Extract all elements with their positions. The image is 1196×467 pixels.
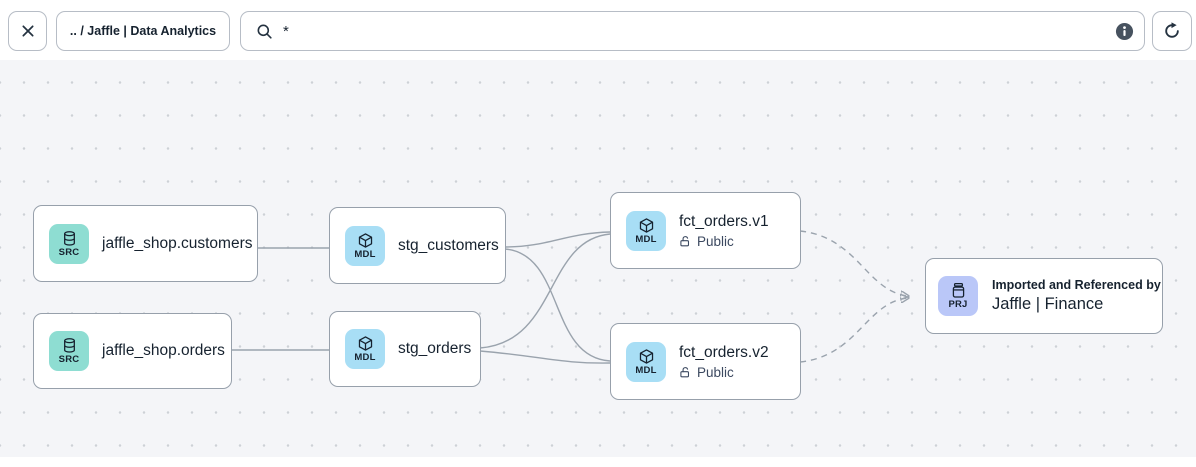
- refresh-button[interactable]: [1152, 11, 1192, 51]
- node-label: fct_orders.v2: [679, 343, 769, 361]
- toolbar: .. / Jaffle | Data Analytics: [0, 0, 1196, 60]
- badge-label: MDL: [354, 248, 376, 260]
- project-badge: PRJ: [938, 276, 978, 316]
- node-label: fct_orders.v1: [679, 212, 769, 230]
- lock-open-icon: [680, 366, 690, 377]
- badge-label: MDL: [354, 352, 376, 364]
- node-fct-orders-v2[interactable]: MDL fct_orders.v2 Public: [610, 323, 801, 400]
- model-badge: MDL: [626, 341, 666, 382]
- badge-label: MDL: [635, 364, 657, 376]
- cube-icon: [639, 349, 653, 364]
- search-input[interactable]: [283, 22, 1106, 40]
- node-jaffle-shop-orders[interactable]: SRC jaffle_shop.orders: [33, 313, 232, 389]
- model-badge: MDL: [345, 225, 385, 266]
- search-icon: [257, 24, 272, 39]
- lock-open-icon: [680, 235, 690, 246]
- node-jaffle-shop-customers[interactable]: SRC jaffle_shop.customers: [33, 205, 258, 282]
- node-caption: Imported and Referenced by: [992, 278, 1161, 292]
- source-badge: SRC: [49, 331, 89, 371]
- close-button[interactable]: [8, 11, 47, 51]
- badge-label: SRC: [58, 354, 80, 366]
- cube-icon: [639, 218, 653, 233]
- breadcrumb[interactable]: .. / Jaffle | Data Analytics: [56, 11, 230, 51]
- close-icon: [21, 25, 34, 37]
- access-label: Public: [697, 233, 734, 249]
- node-label: stg_customers: [398, 236, 499, 254]
- search-box[interactable]: [240, 11, 1145, 51]
- database-icon: [63, 338, 75, 353]
- project-icon: [952, 283, 964, 298]
- node-label: Jaffle | Finance: [992, 295, 1104, 313]
- access-row: Public: [679, 234, 769, 249]
- node-project-jaffle-finance[interactable]: PRJ Imported and Referenced by Jaffle | …: [925, 258, 1163, 334]
- breadcrumb-label: .. / Jaffle | Data Analytics: [69, 24, 217, 38]
- node-label: stg_orders: [398, 340, 472, 357]
- refresh-icon: [1165, 22, 1179, 38]
- node-label: jaffle_shop.customers: [102, 234, 253, 252]
- badge-label: MDL: [635, 233, 657, 245]
- node-label: jaffle_shop.orders: [102, 342, 225, 359]
- model-badge: MDL: [345, 329, 385, 369]
- database-icon: [63, 230, 75, 246]
- node-fct-orders-v1[interactable]: MDL fct_orders.v1 Public: [610, 192, 801, 269]
- badge-label: SRC: [58, 246, 80, 258]
- info-icon[interactable]: [1115, 22, 1134, 41]
- source-badge: SRC: [49, 223, 89, 264]
- badge-label: PRJ: [948, 299, 968, 311]
- access-row: Public: [679, 365, 769, 380]
- model-badge: MDL: [626, 210, 666, 251]
- cube-icon: [358, 233, 372, 248]
- node-stg-customers[interactable]: MDL stg_customers: [329, 207, 506, 284]
- access-label: Public: [697, 364, 734, 380]
- node-stg-orders[interactable]: MDL stg_orders: [329, 311, 481, 387]
- cube-icon: [358, 336, 372, 351]
